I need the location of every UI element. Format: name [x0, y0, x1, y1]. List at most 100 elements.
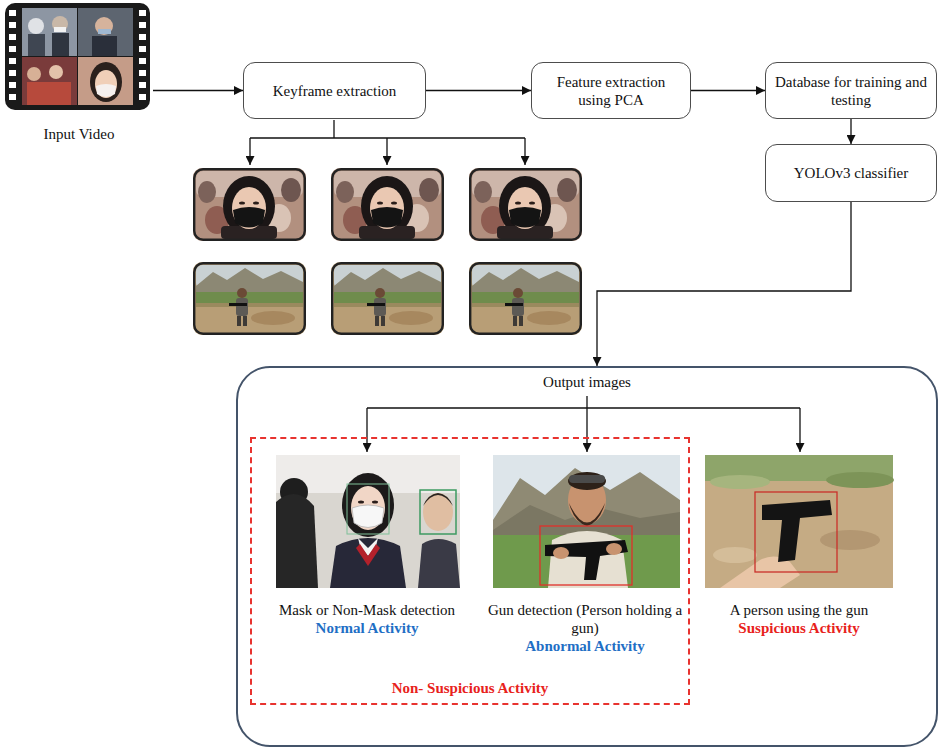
output-branch-lines [586, 396, 587, 408]
video-filmstrip [90, 62, 122, 102]
gun-holding-photo [545, 540, 628, 580]
gun-holding-photo [540, 526, 632, 585]
keyframe-thumbnails [193, 262, 306, 335]
keyframe-branch-lines [250, 120, 525, 165]
video-filmstrip [27, 82, 71, 105]
video-filmstrip [9, 10, 16, 16]
mask-detection-photo [372, 501, 378, 504]
video-filmstrip [95, 17, 113, 35]
mask-detection-photo [352, 505, 384, 528]
video-filmstrip [9, 46, 16, 52]
video-filmstrip [139, 22, 146, 28]
video-input: Input Video [5, 3, 153, 145]
box-label: Keyframe extraction [273, 82, 397, 100]
keyframe-thumbnails [469, 262, 582, 335]
video-filmstrip [49, 65, 63, 79]
image-caption: Mask or Non-Mask detection [279, 601, 455, 619]
flow-arrow [153, 90, 243, 91]
video-filmstrip [52, 16, 68, 32]
mask-detection-photo [358, 501, 364, 504]
image-caption: A person using the gun [730, 601, 868, 619]
video-filmstrip [28, 34, 45, 56]
output-branch-lines [586, 408, 587, 452]
box-label: YOLOv3 classifier [794, 164, 909, 182]
video-filmstrip [96, 84, 116, 97]
mask-detection-photo [330, 538, 406, 588]
keyframe-thumbnails [193, 168, 306, 241]
keyframe-branch-lines [333, 120, 334, 138]
video-filmstrip [9, 94, 16, 100]
process-box: YOLOv3 classifier [765, 144, 937, 202]
panel-heading: Output images [543, 373, 631, 391]
keyframe-thumbnails [193, 168, 582, 335]
video-filmstrip [5, 3, 150, 110]
gun-use-photo [826, 472, 894, 488]
video-filmstrip [139, 58, 146, 64]
gun-holding-photo [569, 475, 605, 483]
flow-arrow [426, 90, 531, 91]
process-box: Feature extraction using PCA [531, 62, 691, 119]
mask-detection-photo [347, 484, 389, 534]
box-label: Database for training and testing [774, 73, 928, 109]
gun-holding-photo [568, 472, 606, 490]
output-branch-lines [367, 407, 800, 408]
gun-use-photo [710, 475, 770, 489]
output-branch-lines [367, 396, 800, 452]
activity-label: Abnormal Activity [525, 637, 645, 655]
video-filmstrip [22, 57, 77, 105]
video-filmstrip [98, 29, 111, 34]
mask-detection-photo [276, 455, 460, 588]
mask-detection-photo [423, 493, 453, 531]
video-filmstrip [54, 27, 66, 32]
video-filmstrip [78, 57, 133, 105]
gun-holding-photo [606, 543, 622, 555]
video-filmstrip [139, 34, 146, 40]
video-filmstrip [9, 82, 16, 88]
activity-label: Suspicious Activity [738, 619, 859, 637]
video-filmstrip [9, 70, 16, 76]
gun-holding-photo [553, 547, 569, 559]
gun-holding-photo [493, 455, 680, 588]
keyframe-thumbnails [331, 168, 444, 241]
video-filmstrip [52, 33, 69, 56]
gun-use-photo [713, 547, 757, 563]
video-filmstrip [22, 8, 77, 56]
video-filmstrip [139, 46, 146, 52]
flow-arrow [850, 119, 851, 144]
process-box: Database for training and testing [765, 62, 937, 119]
gun-holding-photo [569, 503, 605, 526]
output-branch-lines [799, 408, 800, 452]
gun-use-photo [762, 500, 832, 562]
video-filmstrip [95, 70, 117, 98]
gun-holding-photo [493, 455, 680, 588]
mask-detection-photo [276, 455, 460, 588]
video-filmstrip [139, 10, 146, 16]
video-filmstrip [139, 70, 146, 76]
image-caption: Gun detection (Person holding a gun) [486, 601, 684, 637]
process-box: Keyframe extraction [243, 62, 426, 119]
group-label: Non- Suspicious Activity [392, 679, 549, 697]
gun-use-photo [705, 455, 893, 588]
output-branch-lines [366, 408, 367, 452]
video-filmstrip [92, 36, 117, 56]
video-filmstrip [139, 94, 146, 100]
keyframe-branch-lines [524, 138, 525, 165]
mask-detection-photo [356, 544, 380, 566]
gun-use-photo [755, 492, 837, 572]
mask-detection-photo [420, 490, 456, 534]
mask-detection-photo [276, 494, 318, 588]
gun-use-photo [705, 455, 894, 588]
keyframe-branch-lines [386, 138, 387, 165]
gun-use-photo [820, 530, 880, 550]
mask-detection-photo [342, 473, 394, 537]
output-image: A person using the gunSuspicious Activit… [697, 455, 901, 650]
video-filmstrip [139, 82, 146, 88]
mask-detection-photo [423, 493, 453, 506]
activity-label: Normal Activity [316, 619, 419, 637]
keyframe-thumbnails [331, 262, 444, 335]
keyframe-branch-lines [249, 138, 250, 165]
mask-detection-photo [351, 486, 385, 530]
video-caption: Input Video [44, 125, 115, 143]
video-filmstrip [9, 58, 16, 64]
